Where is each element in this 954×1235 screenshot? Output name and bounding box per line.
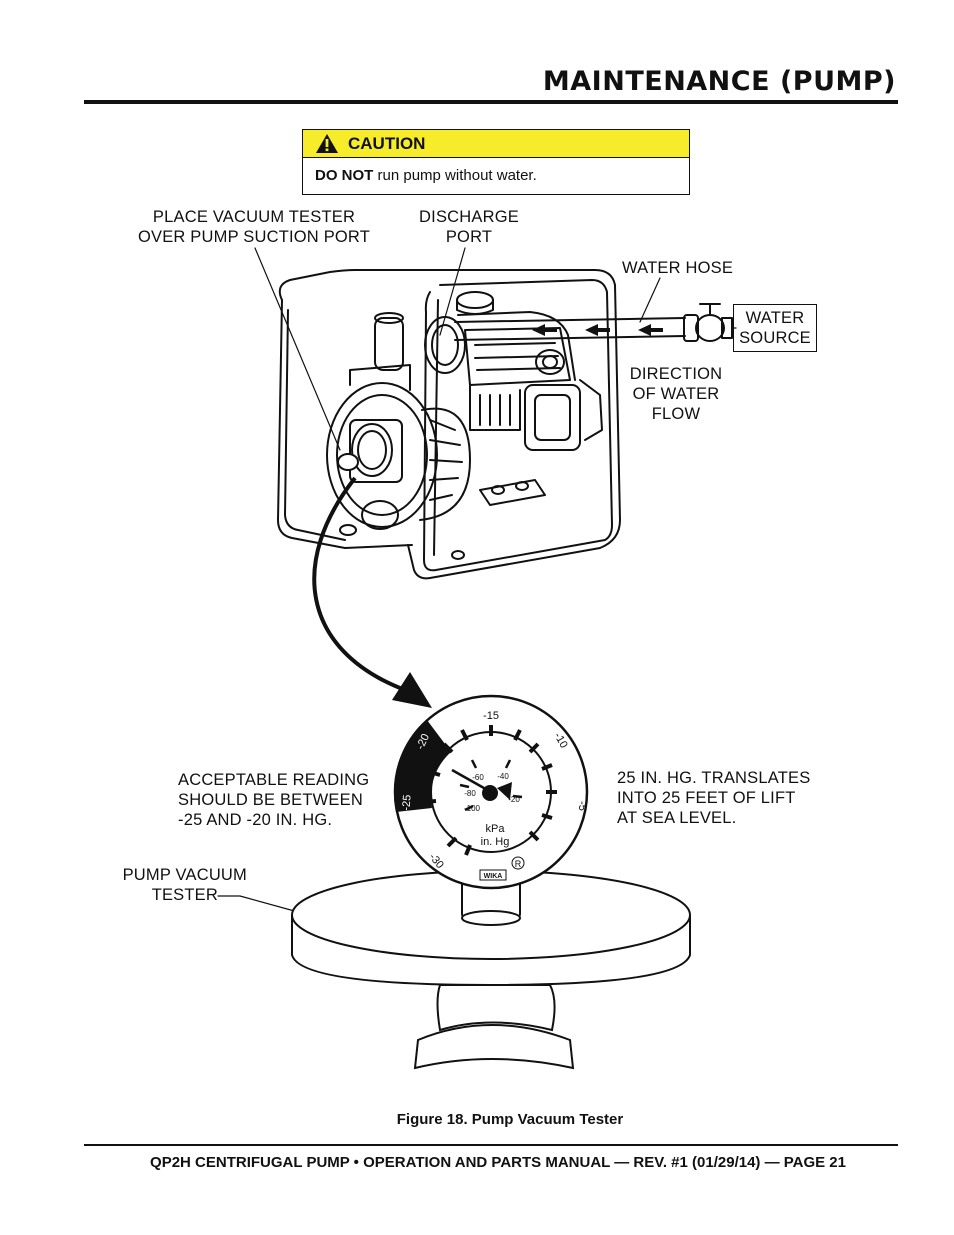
leader-lines: [217, 247, 737, 913]
page-title: MAINTENANCE (PUMP): [542, 66, 896, 97]
water-hose: [454, 303, 733, 342]
gauge-stand: [291, 870, 691, 1070]
caution-message: run pump without water.: [373, 167, 537, 184]
tester-hose: [312, 453, 432, 708]
header-rule: [84, 100, 898, 104]
gauge-brand: WIKA: [484, 873, 503, 880]
gauge-outer-tick-label: -15: [483, 710, 499, 722]
gauge-outer-tick-label: -25: [400, 794, 413, 811]
callout-vacuum-tester: PLACE VACUUM TESTER OVER PUMP SUCTION PO…: [137, 208, 371, 246]
gauge-inner-tick-label: -40: [497, 772, 509, 781]
flow-arrows: [532, 324, 663, 336]
vacuum-gauge: [393, 694, 589, 890]
gauge-unit-kpa: kPa: [486, 823, 506, 835]
callout-discharge-port: DISCHARGE PORT: [419, 208, 519, 246]
caution-header: CAUTION: [303, 130, 689, 158]
gauge-registered-mark: R: [515, 859, 522, 869]
caution-box: CAUTION DO NOT run pump without water.: [302, 129, 690, 195]
caution-text: DO NOT run pump without water.: [303, 158, 689, 184]
pump-frame: [277, 269, 621, 580]
callout-acceptable-reading: ACCEPTABLE READING SHOULD BE BETWEEN -25…: [178, 771, 370, 829]
engine: [424, 291, 603, 560]
callout-sea-level-lift: 25 IN. HG. TRANSLATES INTO 25 FEET OF LI…: [617, 769, 811, 827]
gauge-inner-tick-label: -80: [464, 789, 476, 798]
gauge-inner-tick-label: -20: [508, 795, 520, 804]
callout-flow-direction: DIRECTION OF WATER FLOW: [629, 365, 723, 423]
gauge-unit-inhg: in. Hg: [481, 836, 510, 848]
page-footer: QP2H CENTRIFUGAL PUMP • OPERATION AND PA…: [150, 1154, 846, 1171]
gauge-outer-tick-label: -5: [576, 801, 588, 811]
pump-body: [326, 312, 471, 536]
footer-rule: [84, 1144, 898, 1146]
figure-caption: Figure 18. Pump Vacuum Tester: [396, 1111, 624, 1128]
callout-pump-vacuum-tester: PUMP VACUUM TESTER: [122, 866, 247, 904]
caution-heading: CAUTION: [348, 133, 426, 153]
callout-water-source: WATER SOURCE: [733, 304, 817, 352]
callout-water-hose: WATER HOSE: [622, 259, 734, 277]
gauge-inner-tick-label: -100: [464, 804, 481, 813]
warning-triangle-icon: [316, 134, 338, 153]
gauge-inner-tick-label: -60: [472, 773, 484, 782]
caution-emphasis: DO NOT: [315, 167, 374, 184]
